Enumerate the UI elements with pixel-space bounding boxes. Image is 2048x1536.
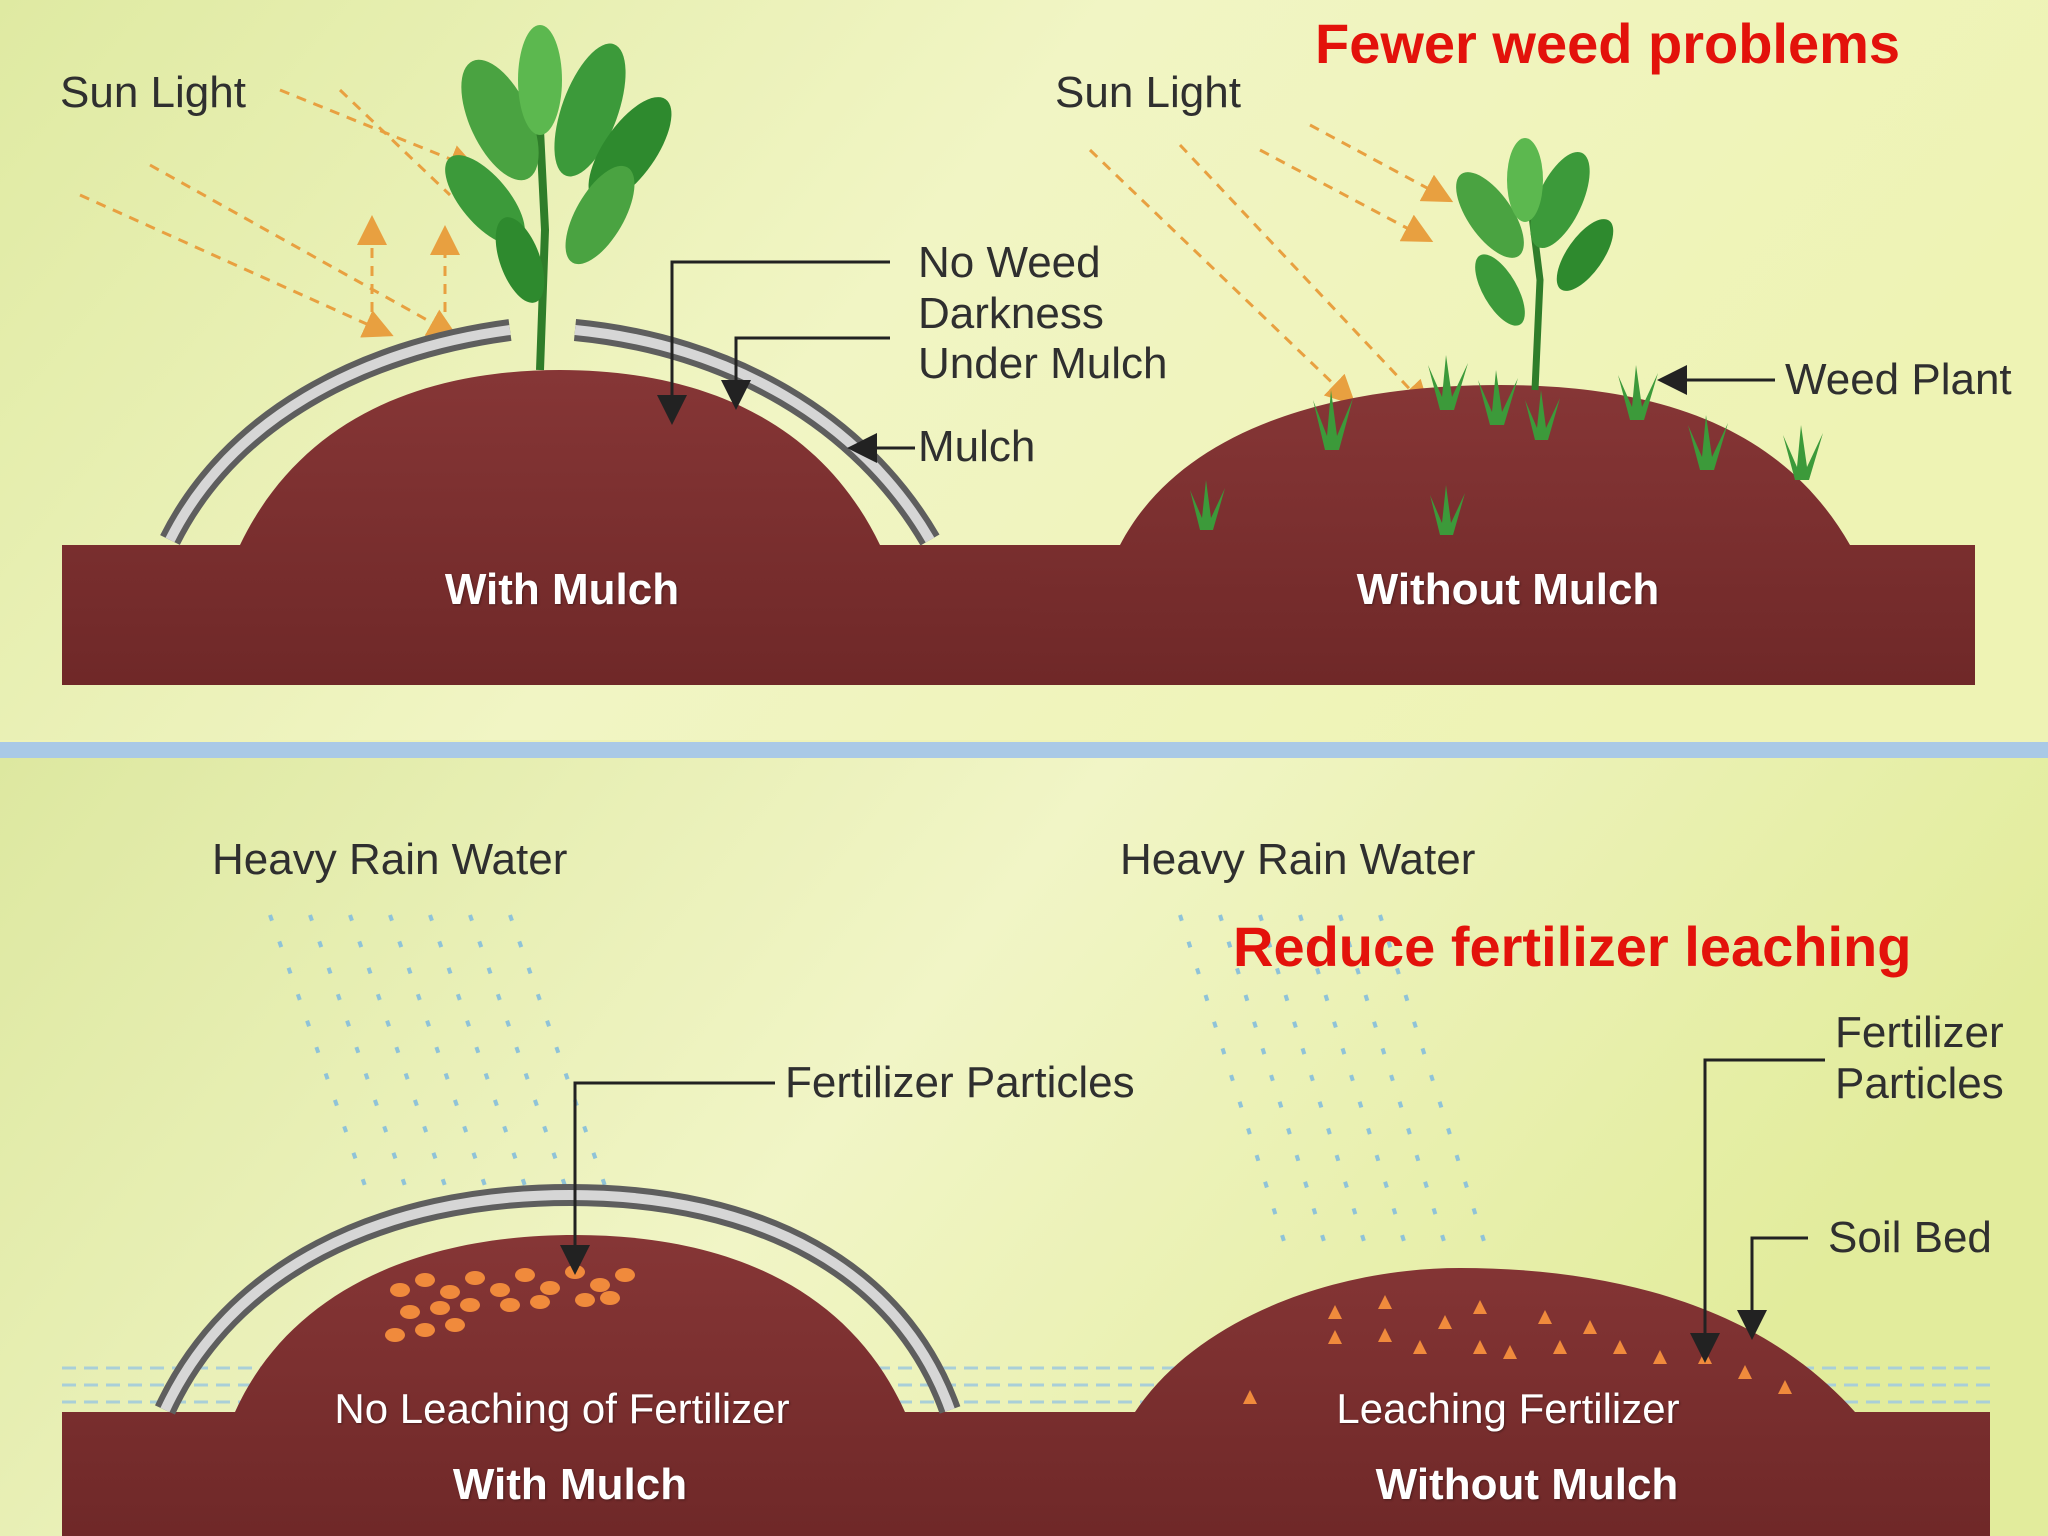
callout-lines-bottom — [560, 1058, 1825, 1363]
sunlight-rays-left — [79, 88, 479, 338]
soil-bed-without-mulch-top — [62, 385, 1975, 685]
fertilizer-leaching-particles — [1243, 1295, 1792, 1404]
weed-plants — [1190, 355, 1823, 535]
heavy-rain-label-with-mulch: Heavy Rain Water — [212, 835, 568, 884]
sunlight-label-without-mulch: Sun Light — [1055, 68, 1241, 117]
fertilizer-text: Fertilizer — [1835, 1008, 2004, 1057]
no-weed-darkness-label: No Weed Darkness Under Mulch — [918, 238, 1167, 390]
caption-with-mulch-top: With Mulch — [444, 565, 680, 614]
crop-plant-right — [1456, 138, 1614, 391]
sunlight-rays-right — [1088, 123, 1454, 411]
caption-without-mulch-top: Without Mulch — [1356, 565, 1660, 614]
heavy-rain-label-without-mulch: Heavy Rain Water — [1120, 835, 1476, 884]
leaching-benefit-headline: Reduce fertilizer leaching — [1233, 915, 1912, 978]
soil-bed-bottom — [62, 1235, 1990, 1536]
darkness-text: Darkness — [918, 288, 1104, 338]
fertilizer-cluster-with-mulch — [385, 1265, 635, 1342]
no-weed-text: No Weed — [918, 238, 1101, 287]
mulch-label: Mulch — [918, 422, 1036, 471]
particles-text: Particles — [1835, 1058, 2004, 1108]
weed-plant-label: Weed Plant — [1785, 355, 2012, 404]
under-mulch-text: Under Mulch — [918, 339, 1168, 389]
fertilizer-particles-label-left: Fertilizer Particles — [785, 1058, 1135, 1107]
panel-divider — [0, 742, 2048, 758]
rain-drops-right — [1178, 914, 1492, 1261]
crop-plant-left — [445, 25, 672, 371]
sunlight-label-with-mulch: Sun Light — [60, 68, 246, 117]
no-leaching-label: No Leaching of Fertilizer — [334, 1385, 790, 1432]
fertilizer-particles-label-right: Fertilizer Particles — [1835, 1008, 2004, 1109]
soil-bed-with-mulch-top — [62, 370, 1030, 685]
callout-lines-top-left — [657, 260, 915, 463]
caption-without-mulch-bottom: Without Mulch — [1375, 1460, 1679, 1509]
weed-benefit-headline: Fewer weed problems — [1315, 12, 1901, 75]
leaching-fertilizer-label: Leaching Fertilizer — [1336, 1385, 1680, 1432]
caption-with-mulch-bottom: With Mulch — [452, 1460, 688, 1509]
soil-bed-label: Soil Bed — [1828, 1213, 1992, 1262]
